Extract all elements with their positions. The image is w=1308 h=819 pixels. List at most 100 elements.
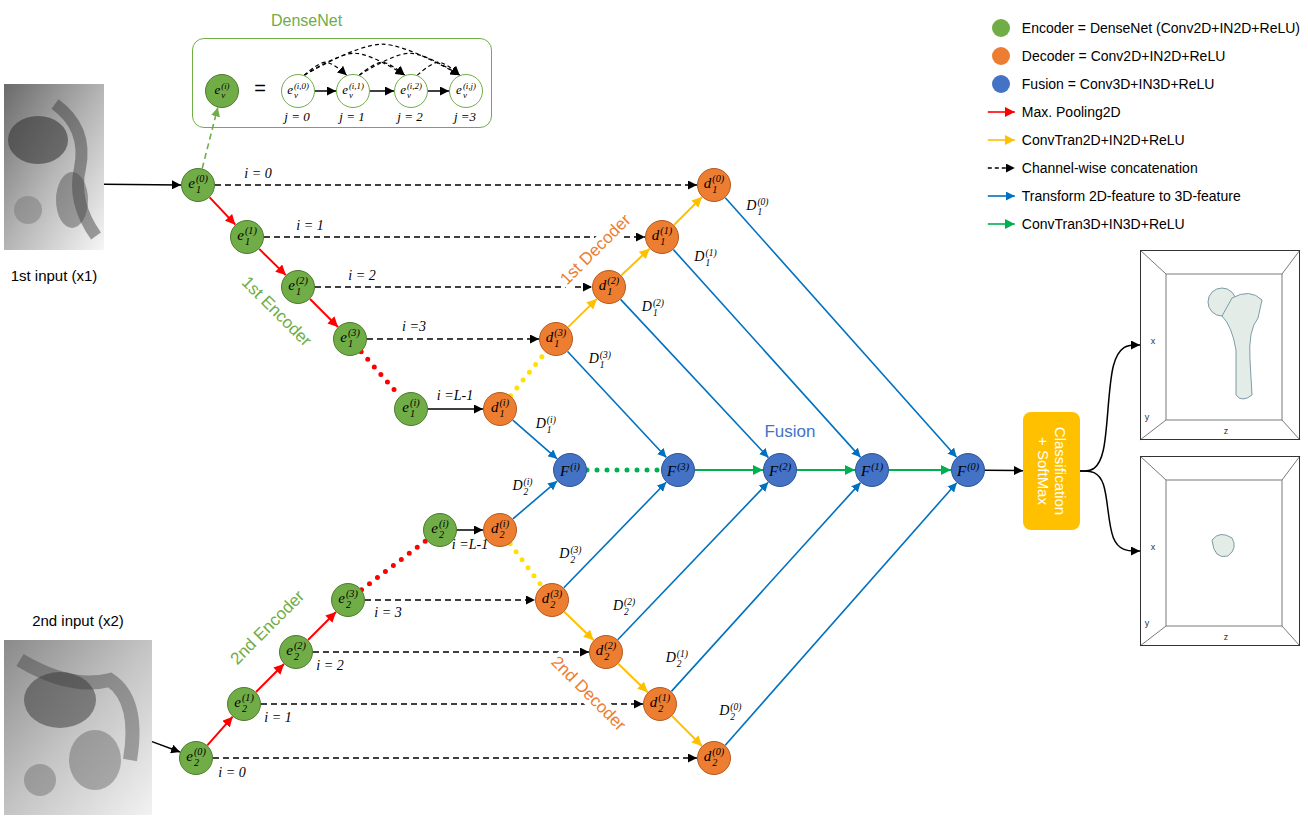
- text-part: v: [221, 91, 225, 100]
- legend-text: ConvTran3D+IN3D+ReLU: [1022, 216, 1185, 232]
- feature-node: F(1): [855, 453, 889, 487]
- text-part: 1: [554, 339, 559, 350]
- node-text: x: [1151, 336, 1156, 346]
- text-part: (3): [346, 589, 358, 600]
- text-part: (i): [524, 477, 533, 487]
- text-part: v(i): [221, 82, 229, 101]
- text-part: e: [402, 399, 409, 415]
- legend-sample: [988, 223, 1015, 225]
- feature-label: D2(i): [511, 477, 533, 497]
- text-part: 2(i): [499, 519, 509, 540]
- node-text: d1(2): [599, 276, 619, 297]
- feature-label: D2(1): [665, 649, 689, 669]
- text-part: D: [613, 598, 623, 613]
- text-part: 2(0): [194, 747, 206, 768]
- feature-node: F(i): [553, 453, 587, 487]
- text-part: D: [746, 198, 756, 213]
- feature-node: ev(i,1): [336, 74, 370, 108]
- connector: [672, 716, 702, 746]
- text-part: e: [237, 227, 244, 243]
- text-part: 1: [660, 237, 665, 248]
- feature-node: F(0): [951, 453, 985, 487]
- text-part: d: [491, 399, 499, 415]
- node-text: e1(i): [402, 398, 419, 419]
- text-part: 2(0): [712, 747, 724, 768]
- legend-text: Encoder = DenseNet (Conv2D+IN2D+ReLU): [1022, 20, 1300, 36]
- connector: [264, 236, 645, 237]
- text-part: 1: [547, 425, 552, 435]
- connector: [256, 664, 284, 692]
- render-box-lines: [1140, 250, 1300, 646]
- legend-text: Transform 2D-feature to 3D-feature: [1022, 188, 1241, 204]
- text-part: d: [652, 227, 660, 243]
- feature-node: ev(i,j): [449, 74, 483, 108]
- text-part: (1): [660, 226, 672, 237]
- text-part: v: [294, 91, 298, 100]
- connector: [1080, 345, 1140, 471]
- text-part: 2: [242, 704, 247, 715]
- connector: [315, 286, 592, 287]
- index-label: i = 1: [296, 218, 323, 233]
- feature-label: D1(2): [641, 298, 665, 318]
- text-part: v: [463, 91, 467, 100]
- connector: [308, 612, 336, 640]
- feature-node: ev(i,0): [281, 74, 315, 108]
- text-part: 1(i): [547, 415, 556, 435]
- connector: [417, 62, 459, 75]
- text-part: 1: [607, 287, 612, 298]
- text-part: (0): [730, 702, 741, 712]
- feature-node: d1(1): [645, 220, 679, 254]
- feature-label: D2(0): [718, 702, 742, 722]
- text-part: d: [704, 748, 712, 764]
- text-part: (i,0): [294, 82, 309, 91]
- text-part: (1): [705, 248, 716, 258]
- text-part: (2): [624, 597, 635, 607]
- legend-sample: [988, 139, 1015, 141]
- text-part: 1(2): [653, 298, 664, 318]
- text-part: (i): [221, 82, 229, 91]
- connector: [725, 198, 956, 458]
- input-image: 2nd input (x2): [4, 612, 152, 816]
- text-part: (i,j): [463, 82, 476, 91]
- legend-swatch: [992, 47, 1010, 65]
- text-part: (1): [242, 693, 254, 704]
- index-label: i = 2: [348, 268, 375, 283]
- connector: [797, 469, 855, 471]
- connector: [313, 651, 589, 652]
- connector: [568, 351, 667, 457]
- text-part: F: [861, 462, 870, 478]
- text-part: 2: [439, 530, 444, 541]
- text-part: 1: [757, 207, 762, 217]
- text-part: (1): [245, 226, 257, 237]
- feature-node: d2(2): [589, 635, 623, 669]
- node-text: e1(3): [340, 328, 360, 349]
- text-part: e: [338, 590, 345, 606]
- text-part: e: [340, 329, 347, 345]
- node-text: e1(0): [188, 174, 208, 195]
- node-text: z: [1224, 632, 1229, 642]
- text-part: 1(1): [660, 226, 672, 247]
- text-part: (3): [550, 589, 562, 600]
- feature-node: e2(0): [179, 741, 213, 775]
- connector: [511, 352, 546, 395]
- feature-node: e1(1): [230, 220, 264, 254]
- text-part: 1: [410, 409, 415, 420]
- connector: [673, 250, 860, 458]
- text-part: (2): [607, 276, 619, 287]
- text-part: 1(0): [712, 174, 724, 195]
- connector: [618, 482, 769, 639]
- text-part: d: [704, 175, 712, 191]
- connector: [359, 62, 404, 75]
- text-part: D: [536, 416, 546, 431]
- text-part: (0): [712, 174, 724, 185]
- text-part: e: [342, 82, 348, 97]
- feature-node: e2(1): [227, 687, 261, 721]
- connector: [104, 184, 181, 186]
- text-part: 2(3): [570, 545, 581, 565]
- node-text: Classification + SoftMax: [1034, 423, 1069, 519]
- text-part: 2: [604, 652, 609, 663]
- text-part: 1(0): [196, 174, 208, 195]
- text-part: 1(3): [600, 350, 611, 370]
- connector: [671, 483, 860, 692]
- text-part: 2: [677, 659, 682, 669]
